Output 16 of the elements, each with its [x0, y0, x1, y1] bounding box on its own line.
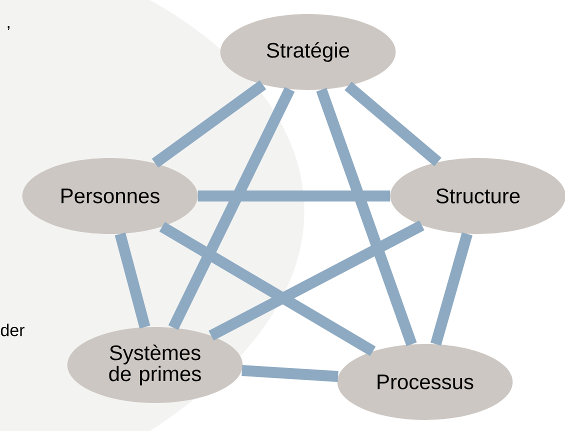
connector-band [208, 220, 424, 340]
connector-band [168, 86, 295, 330]
ellipse-node: Processus [337, 344, 513, 420]
connector-band [242, 364, 338, 382]
text-fragment: der [0, 324, 24, 336]
connector-band [344, 82, 442, 166]
connector-band [114, 232, 150, 328]
connector-band [316, 88, 417, 346]
connector-band [430, 232, 472, 346]
ellipse-node: Systèmes de primes [67, 326, 243, 403]
text-fragment: , [8, 26, 10, 30]
connector-band [198, 190, 390, 202]
ellipse-node: Personnes [22, 158, 198, 234]
connector-band [152, 80, 266, 168]
connector-band [159, 222, 376, 356]
ellipse-node: Stratégie [220, 14, 396, 90]
